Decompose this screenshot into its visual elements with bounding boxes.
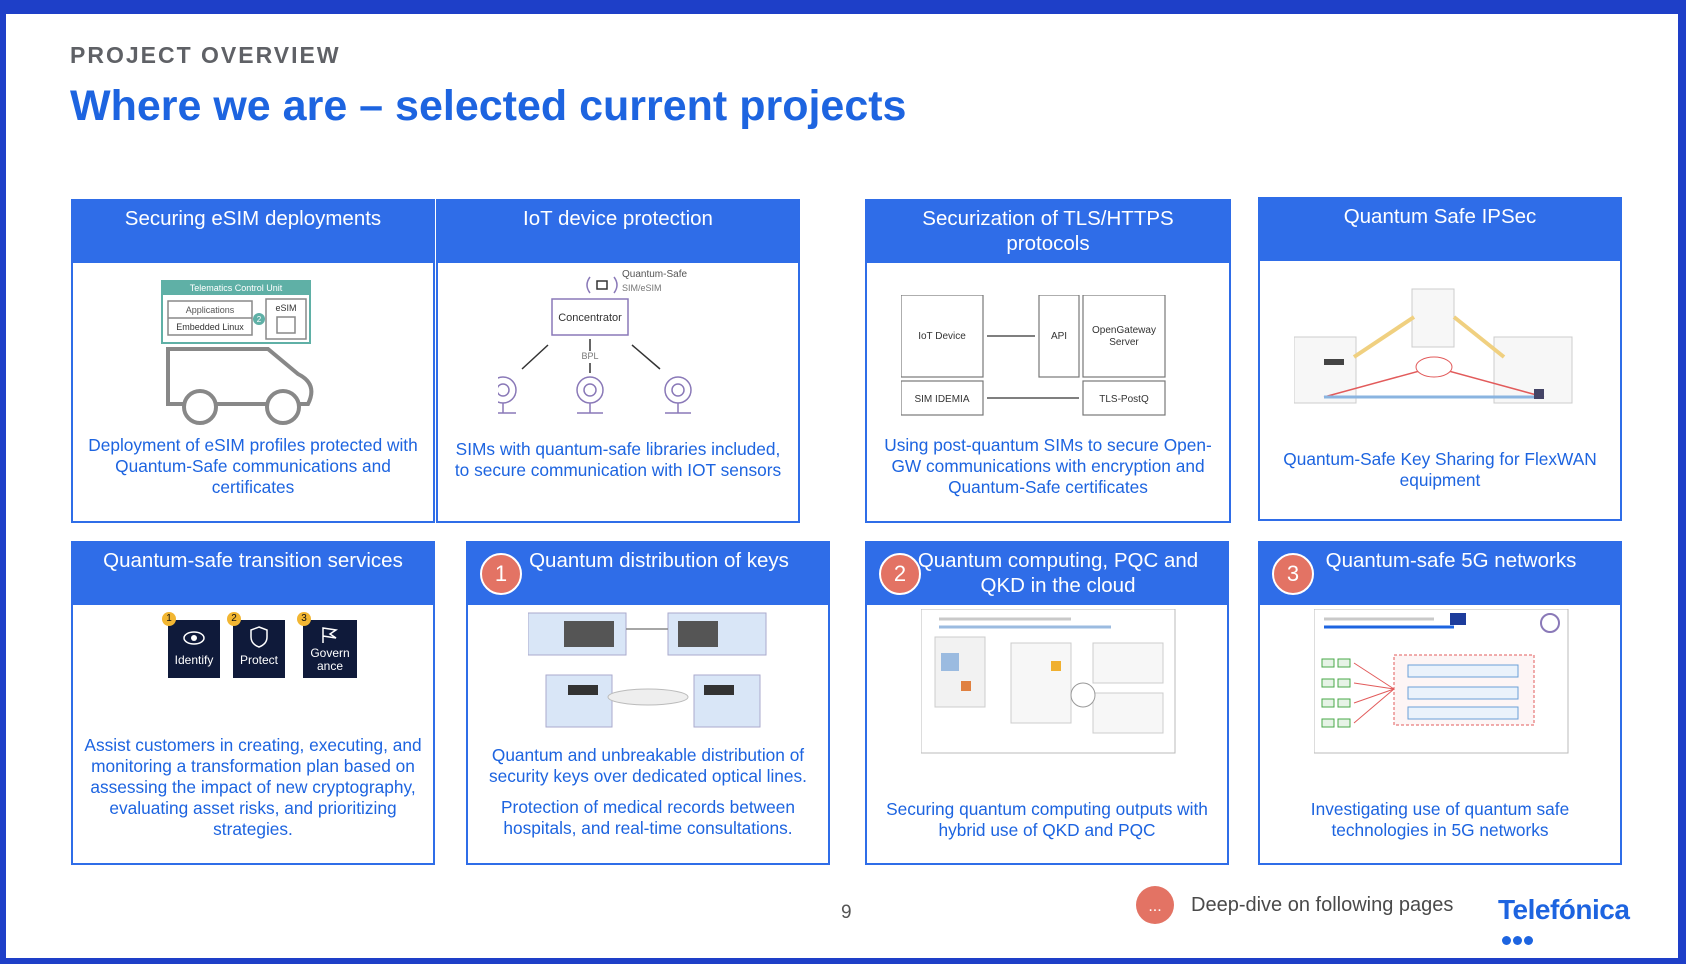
tcu-label: Telematics Control Unit xyxy=(190,283,283,293)
card-description: Quantum-Safe Key Sharing for FlexWAN equ… xyxy=(1283,449,1597,490)
protect-label: Protect xyxy=(239,653,278,667)
car-esim-illustration: Telematics Control Unit Applications Emb… xyxy=(161,280,314,425)
card-5g: Quantum-safe 5G networks 3 Investigating… xyxy=(1258,541,1622,865)
step-protect: Protect 2 xyxy=(227,612,285,678)
step-number: 2 xyxy=(227,612,241,626)
deep-dive-badge: 3 xyxy=(1272,553,1314,595)
card-iot: IoT device protection Quantum-Safe SIM/e… xyxy=(436,199,800,523)
qkd-hospitals-illustration xyxy=(528,612,767,728)
card-description: Assist customers in creating, executing,… xyxy=(84,735,422,839)
eye-icon xyxy=(183,631,205,645)
deep-dive-badge: 1 xyxy=(480,553,522,595)
card-transition-services: Quantum-safe transition services Identif… xyxy=(71,541,435,865)
card-esim: Securing eSIM deployments Telematics Con… xyxy=(71,199,435,523)
card-description: Securing quantum computing outputs with … xyxy=(886,799,1208,840)
opengateway-label-1: OpenGateway xyxy=(1092,325,1156,336)
opengateway-label-2: Server xyxy=(1109,337,1139,348)
bpl-label: BPL xyxy=(581,351,598,361)
card-quantum-cloud: Quantum computing, PQC and QKD in the cl… xyxy=(865,541,1229,865)
iot-device-label: IoT Device xyxy=(918,331,966,342)
telefonica-logo-dots xyxy=(1502,932,1535,950)
step-governance: Govern ance 3 xyxy=(297,612,357,678)
card-title: Quantum-safe transition services xyxy=(73,543,433,605)
shield-icon xyxy=(250,626,268,648)
slide: PROJECT OVERVIEW Where we are – selected… xyxy=(6,14,1678,958)
card-title: Quantum distribution of keys xyxy=(468,543,828,605)
deep-dive-badge: 2 xyxy=(879,553,921,595)
card-tls: Securization of TLS/HTTPS protocols IoT … xyxy=(865,199,1231,523)
page-number: 9 xyxy=(841,902,852,923)
card-description-secondary: Protection of medical records between ho… xyxy=(501,797,795,838)
step-number: 3 xyxy=(297,612,311,626)
iot-network-illustration: Quantum-Safe SIM/eSIM Concentrator BPL xyxy=(498,269,692,414)
card-title: Quantum computing, PQC and QKD in the cl… xyxy=(867,543,1227,605)
identify-label: Identify xyxy=(174,653,214,667)
govern-label-2: ance xyxy=(316,659,344,673)
deep-dive-legend-dot: ... xyxy=(1136,886,1174,924)
5g-network-illustration xyxy=(1314,609,1569,754)
card-title: Quantum-safe 5G networks xyxy=(1260,543,1620,605)
apps-label: Applications xyxy=(186,305,235,315)
card-title: Quantum Safe IPSec xyxy=(1260,199,1620,261)
card-title: Securing eSIM deployments xyxy=(73,201,433,263)
card-description: Investigating use of quantum safe techno… xyxy=(1310,799,1570,840)
step-number: 1 xyxy=(162,612,176,626)
concentrator-label: Concentrator xyxy=(558,312,622,324)
card-description: Using post-quantum SIMs to secure Open-G… xyxy=(884,435,1212,497)
flag-icon xyxy=(322,627,339,643)
card-description: Quantum and unbreakable distribution of … xyxy=(489,745,807,786)
step-identify: Identify 1 xyxy=(162,612,220,678)
tls-postq-label: TLS-PostQ xyxy=(1099,394,1149,405)
tls-architecture-diagram: IoT Device API OpenGateway Server SIM ID… xyxy=(901,295,1166,416)
sim-idemia-label: SIM IDEMIA xyxy=(914,394,969,405)
card-title: IoT device protection xyxy=(438,201,798,263)
sim-label: SIM/eSIM xyxy=(622,283,662,293)
card-qkd: Quantum distribution of keys 1 Quantum a… xyxy=(466,541,830,865)
card-ipsec: Quantum Safe IPSec Quantum-Safe Key Shar… xyxy=(1258,197,1622,521)
step-number: 2 xyxy=(257,315,262,324)
card-title: Securization of TLS/HTTPS protocols xyxy=(867,201,1229,263)
card-description: Deployment of eSIM profiles protected wi… xyxy=(88,435,418,497)
quantum-safe-label: Quantum-Safe xyxy=(622,269,687,280)
govern-label-1: Govern xyxy=(310,646,350,660)
slide-title: Where we are – selected current projects xyxy=(70,82,907,130)
telefonica-logo: Telefónica xyxy=(1498,894,1630,925)
quantum-cloud-illustration xyxy=(921,609,1176,754)
esim-label: eSIM xyxy=(275,303,296,313)
ipsec-network-illustration xyxy=(1294,288,1573,404)
section-eyebrow: PROJECT OVERVIEW xyxy=(70,42,341,68)
deep-dive-legend-text: Deep-dive on following pages xyxy=(1191,894,1454,916)
card-description: SIMs with quantum-safe libraries include… xyxy=(454,439,782,480)
api-label: API xyxy=(1051,331,1067,342)
linux-label: Embedded Linux xyxy=(176,322,244,332)
